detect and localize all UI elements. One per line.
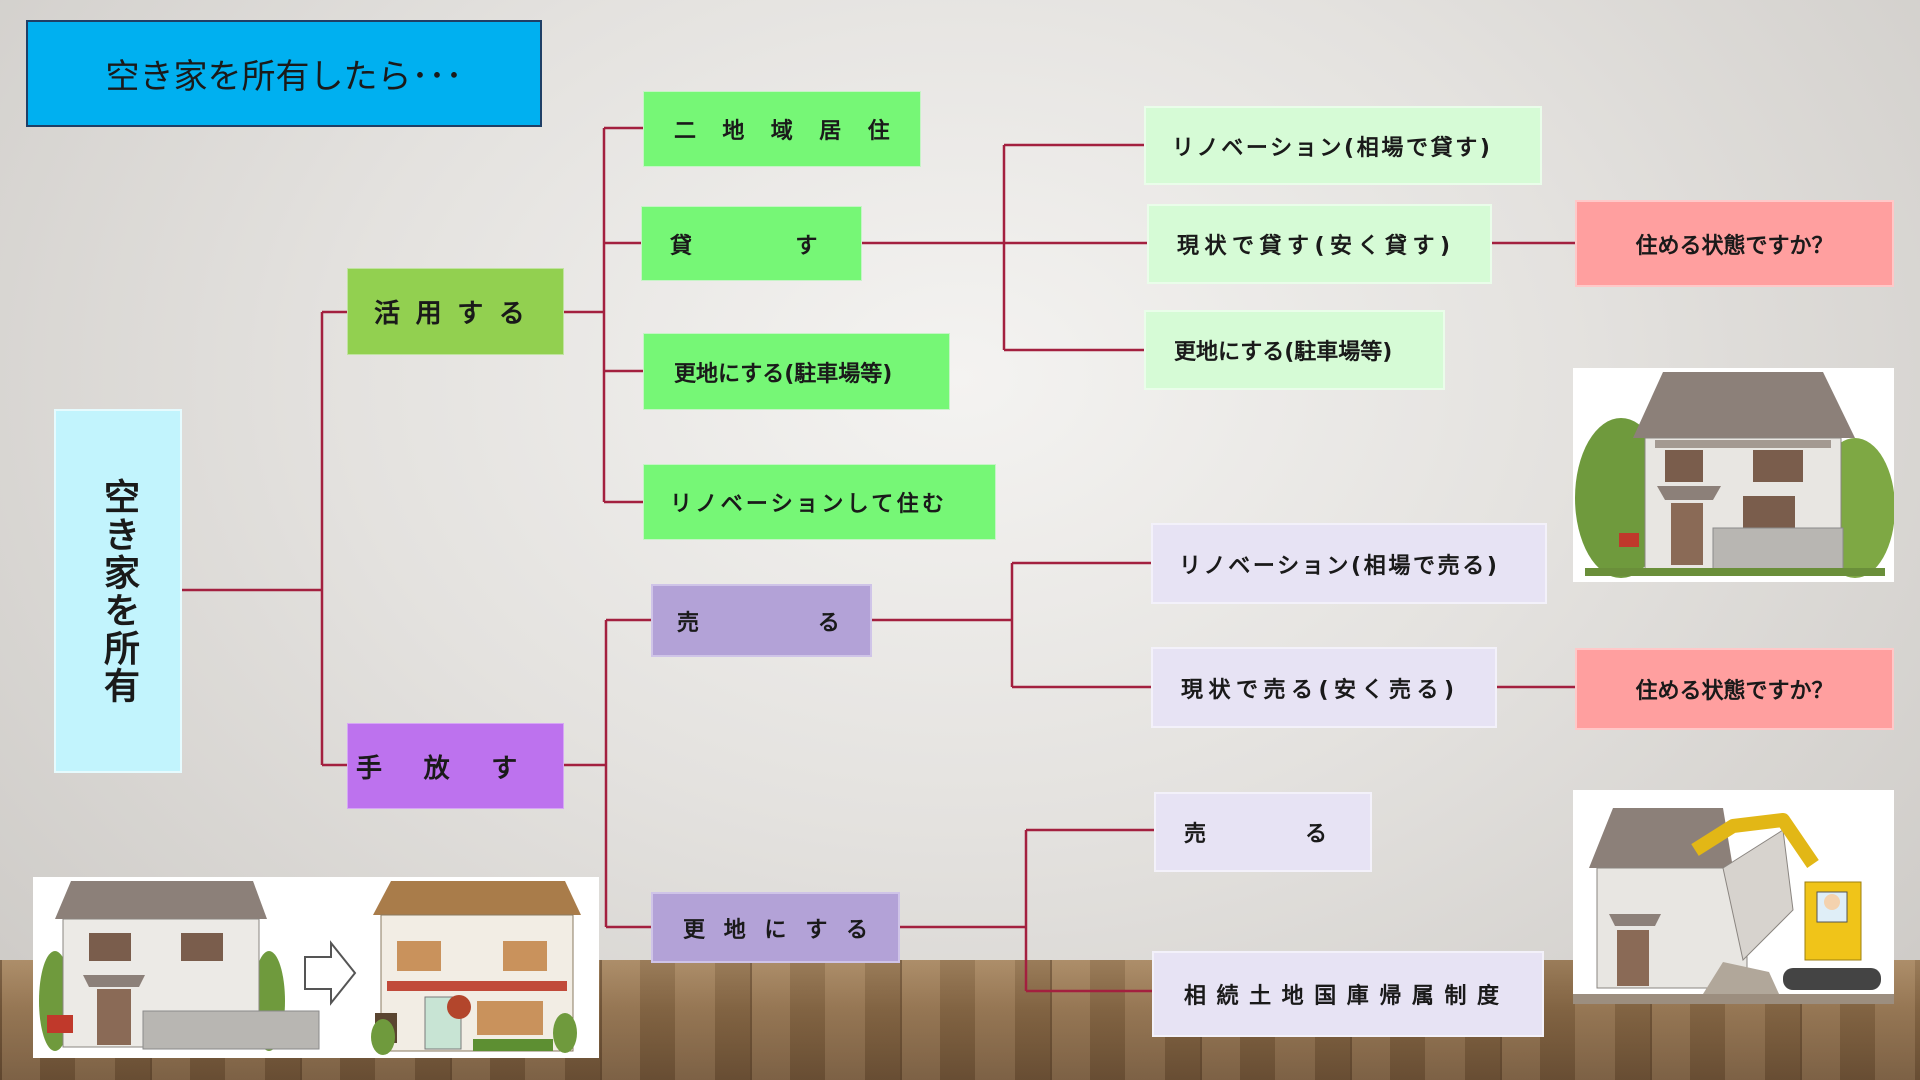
node-release: 手放す [347,723,564,809]
node-vacant-lot-parking-text: 更地にする(駐車場等) [674,361,893,387]
node-rent-vacant-lot-text: 更地にする(駐車場等) [1174,340,1393,365]
demolition-illustration [1573,790,1894,1004]
node-lot-return-system: 相続土地国庫帰属制度 [1152,951,1544,1037]
node-sell-renovate-text: リノベーション(相場で売る) [1179,553,1500,579]
node-rent-as-is: 現状で貸す(安く貸す) [1147,204,1492,284]
connector-rent [862,143,1147,352]
question-sell-livable-text: 住める状態ですか？ [1635,679,1834,704]
connector-utilize [564,126,643,504]
node-rent: 貸す [641,206,862,281]
connector-root [182,310,347,767]
node-lot-sell: 売る [1154,792,1372,872]
house-to-cafe-illustration [33,877,599,1058]
root-node: 空き家を所有 [54,409,182,773]
node-renovate-live: リノベーションして住む [643,464,996,540]
node-utilize-text: 活用する [374,299,541,329]
node-sell-as-is: 現状で売る(安く売る) [1151,647,1497,728]
node-utilize: 活用する [347,268,564,355]
node-rent-text: 貸す [670,233,921,259]
node-rent-vacant-lot: 更地にする(駐車場等) [1144,310,1445,390]
node-dual-residence-text: 二地域居住 [674,119,917,144]
connector-lot [900,828,1154,993]
question-rent-livable: 住める状態ですか？ [1575,200,1894,287]
node-dual-residence: 二地域居住 [643,91,921,167]
page-title-text: 空き家を所有したら･･･ [105,57,463,97]
node-renovate-live-text: リノベーションして住む [670,492,948,517]
connector-release [564,618,651,929]
node-release-vacant-lot-text: 更地にする [683,917,887,943]
node-rent-as-is-text: 現状で貸す(安く貸す) [1177,234,1456,259]
node-sell: 売る [651,584,872,657]
node-release-vacant-lot: 更地にする [651,892,900,963]
node-sell-renovate: リノベーション(相場で売る) [1151,523,1547,604]
root-node-text: 空き家を所有 [98,477,139,705]
old-house-illustration [1573,368,1895,582]
demolition-drawing [1573,808,1894,1004]
node-rent-renovate: リノベーション(相場で貸す) [1144,106,1542,185]
node-lot-sell-text: 売る [1184,822,1427,847]
question-rent-livable-text: 住める状態ですか？ [1635,233,1834,259]
question-sell-livable: 住める状態ですか？ [1575,648,1894,730]
node-lot-return-system-text: 相続土地国庫帰属制度 [1184,984,1510,1009]
node-rent-renovate-text: リノベーション(相場で貸す) [1172,135,1493,161]
node-sell-as-is-text: 現状で売る(安く売る) [1181,677,1460,703]
house-to-cafe-drawing [39,881,581,1055]
page-title: 空き家を所有したら･･･ [26,20,542,127]
node-vacant-lot-parking: 更地にする(駐車場等) [643,333,950,410]
node-sell-text: 売る [677,610,959,636]
old-house-drawing [1575,372,1895,578]
connector-sell [872,561,1151,689]
node-release-text: 手放す [356,753,559,784]
